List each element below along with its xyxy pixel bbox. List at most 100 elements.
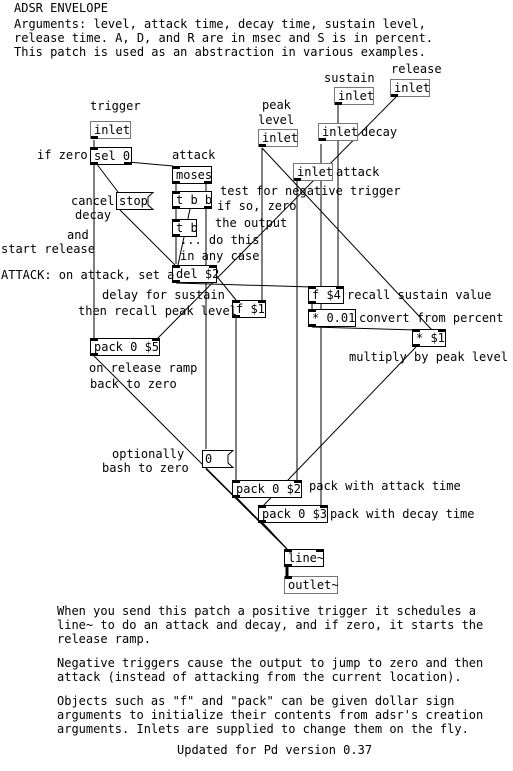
moses-object[interactable]: moses: [172, 166, 212, 184]
outlet-tilde-object[interactable]: outlet~: [284, 576, 339, 594]
outlet-port[interactable]: [413, 344, 420, 347]
outlet-port[interactable]: [204, 181, 211, 184]
outlet-port[interactable]: [91, 353, 98, 356]
object-text: pack 0 $5: [94, 340, 160, 354]
outlet-port[interactable]: [124, 162, 131, 165]
inlet-port[interactable]: [316, 549, 323, 552]
inlet-decay-object[interactable]: inlet: [318, 123, 358, 141]
inlet-port[interactable]: [285, 549, 292, 552]
comment-multiply: multiply by peak level: [349, 350, 508, 364]
object-text: inlet: [394, 81, 431, 95]
pack-0-5-object[interactable]: pack 0 $5: [90, 338, 160, 356]
message-text: 0: [205, 452, 213, 466]
outlet-port[interactable]: [335, 102, 342, 105]
outlet-port[interactable]: [233, 315, 240, 318]
comment-test-negative: test for negative trigger: [220, 184, 401, 198]
inlet-trigger-object[interactable]: inlet: [90, 121, 131, 139]
t-b-b-object[interactable]: t b b: [172, 191, 212, 209]
header-desc-line-3: This patch is used as an abstraction in …: [14, 45, 426, 59]
comment-recall-sustain: recall sustain value: [347, 288, 492, 302]
outlet-port[interactable]: [285, 564, 292, 567]
outlet-port[interactable]: [309, 301, 316, 304]
comment-attack-inlet: attack: [336, 165, 380, 179]
stop-message[interactable]: stop: [116, 192, 155, 210]
inlet-port[interactable]: [320, 505, 327, 508]
inlet-port[interactable]: [438, 329, 445, 332]
outlet-port[interactable]: [259, 520, 266, 523]
object-text: * $1: [416, 331, 445, 345]
inlet-port[interactable]: [413, 329, 420, 332]
t-b-object[interactable]: t b: [172, 219, 198, 237]
comment-attack: attack: [172, 148, 216, 162]
inlet-port[interactable]: [173, 265, 180, 268]
pack-0-2-object[interactable]: pack 0 $2: [232, 480, 302, 498]
outlet-port[interactable]: [173, 280, 180, 283]
outlet-port[interactable]: [173, 181, 180, 184]
object-text: f $1: [236, 302, 265, 316]
comment-cancel: cancel: [71, 194, 115, 208]
inlet-port[interactable]: [152, 338, 159, 341]
multiply-1-object[interactable]: * $1: [412, 329, 446, 347]
outlet-port[interactable]: [91, 136, 98, 139]
f-4-object[interactable]: f $4: [308, 286, 344, 304]
outlet-port[interactable]: [391, 94, 398, 97]
inlet-port[interactable]: [233, 300, 240, 303]
inlet-port[interactable]: [258, 300, 265, 303]
inlet-peak-object[interactable]: inlet: [258, 129, 298, 147]
inlet-port[interactable]: [285, 576, 292, 579]
inlet-sustain-object[interactable]: inlet: [334, 87, 374, 105]
inlet-port[interactable]: [233, 480, 240, 483]
outlet-port[interactable]: [173, 206, 180, 209]
comment-if-zero: if zero: [37, 148, 88, 162]
outlet-port[interactable]: [204, 206, 211, 209]
footer-text: When you send this patch a positive trig…: [57, 604, 477, 618]
comment-pack-attack: pack with attack time: [309, 479, 461, 493]
inlet-port[interactable]: [91, 338, 98, 341]
patch-title: ADSR ENVELOPE: [14, 1, 108, 15]
object-text: del $2: [176, 267, 220, 281]
inlet-port[interactable]: [209, 265, 216, 268]
inlet-port[interactable]: [259, 505, 266, 508]
outlet-port[interactable]: [294, 178, 301, 181]
comment-level: level: [258, 113, 295, 127]
zero-message[interactable]: 0: [202, 450, 235, 468]
outlet-port[interactable]: [233, 495, 240, 498]
header-desc-line-1: Arguments: level, attack time, decay tim…: [14, 17, 426, 31]
pack-0-3-object[interactable]: pack 0 $3: [258, 505, 328, 523]
line-tilde-object[interactable]: line~: [284, 549, 324, 567]
sel-object[interactable]: sel 0: [90, 147, 132, 165]
message-box-outline: [202, 450, 235, 468]
f-1-object[interactable]: f $1: [232, 300, 266, 318]
header-desc-line-2: release time. A, D, and R are in msec an…: [14, 31, 434, 45]
outlet-port[interactable]: [91, 162, 98, 165]
inlet-port[interactable]: [173, 219, 180, 222]
comment-pack-decay: pack with decay time: [330, 507, 475, 521]
inlet-attack-object[interactable]: inlet: [293, 163, 333, 181]
comment-attack-set: ATTACK: on attack, set a: [1, 268, 175, 282]
inlet-port[interactable]: [336, 286, 343, 289]
message-box-outline: [116, 192, 155, 210]
inlet-port[interactable]: [309, 286, 316, 289]
inlet-port[interactable]: [173, 166, 180, 169]
outlet-port[interactable]: [319, 138, 326, 141]
inlet-port[interactable]: [309, 309, 316, 312]
object-text: line~: [288, 551, 325, 565]
comment-if-so: if so, zero: [217, 199, 297, 213]
footer-text: Objects such as "f" and "pack" can be gi…: [57, 694, 455, 708]
inlet-port[interactable]: [294, 480, 301, 483]
outlet-port[interactable]: [173, 234, 180, 237]
outlet-port[interactable]: [259, 144, 266, 147]
inlet-port[interactable]: [173, 191, 180, 194]
comment-optionally: optionally: [112, 447, 185, 461]
footer-updated: Updated for Pd version 0.37: [177, 743, 373, 757]
comment-decay: decay: [361, 125, 398, 139]
comment-release: release: [391, 62, 442, 76]
outlet-port[interactable]: [309, 324, 316, 327]
inlet-release-object[interactable]: inlet: [390, 79, 430, 97]
object-text: inlet: [94, 123, 131, 137]
del-object[interactable]: del $2: [172, 265, 220, 283]
inlet-port[interactable]: [91, 147, 98, 150]
multiply-0-01-object[interactable]: * 0.01: [308, 309, 356, 327]
comment-start-release: start release: [1, 242, 95, 256]
comment-trigger: trigger: [90, 99, 141, 113]
